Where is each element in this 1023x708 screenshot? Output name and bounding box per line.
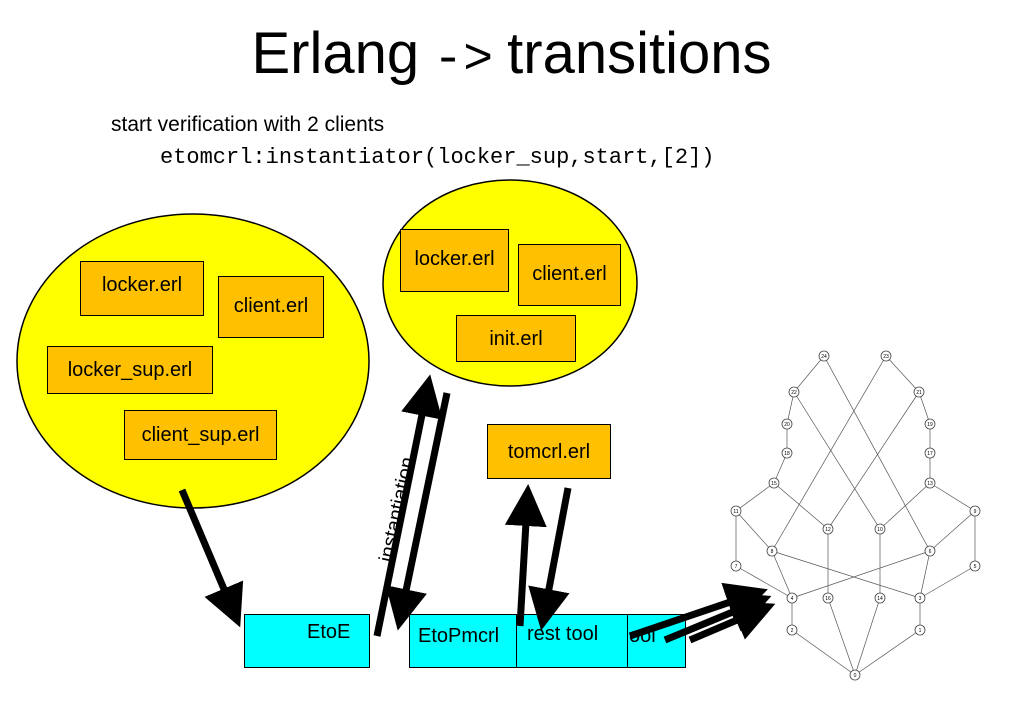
graph-edge bbox=[773, 482, 829, 530]
graph-node bbox=[924, 477, 936, 489]
graph-node-label: 3 bbox=[919, 596, 922, 602]
graph-edge bbox=[919, 550, 931, 599]
title-left: Erlang bbox=[251, 21, 420, 86]
left-locker-file: locker.erl bbox=[80, 261, 204, 316]
graph-edge bbox=[771, 355, 887, 552]
etoe-tool: EtoE bbox=[244, 614, 370, 668]
graph-node-label: 8 bbox=[771, 549, 774, 555]
graph-node bbox=[781, 447, 793, 459]
graph-node-label: 2 bbox=[791, 628, 794, 634]
arrow-leftcluster-to-etoe bbox=[178, 488, 244, 628]
graph-node bbox=[730, 505, 742, 517]
graph-node bbox=[768, 477, 780, 489]
graph-node bbox=[849, 669, 861, 681]
graph-node bbox=[822, 523, 834, 535]
graph-edge bbox=[791, 629, 856, 676]
right-locker-file: locker.erl bbox=[400, 229, 509, 292]
arrow-up-to-tomcrl bbox=[504, 484, 547, 627]
graph-node-label: 23 bbox=[883, 354, 889, 360]
graph-edge bbox=[918, 391, 931, 425]
graph-edge bbox=[929, 482, 976, 512]
graph-node-label: 7 bbox=[735, 564, 738, 570]
graph-node-label: 14 bbox=[877, 596, 883, 602]
graph-node-label: 24 bbox=[821, 354, 827, 360]
graph-node bbox=[874, 523, 886, 535]
graph-edge bbox=[854, 597, 881, 676]
graph-node bbox=[914, 592, 926, 604]
right-client-file: client.erl bbox=[518, 244, 621, 306]
graph-edge bbox=[929, 510, 976, 552]
graph-edge bbox=[791, 550, 931, 599]
graph-node-label: 13 bbox=[927, 481, 933, 487]
graph-node-label: 9 bbox=[974, 509, 977, 515]
graph-node bbox=[786, 592, 798, 604]
graph-node bbox=[730, 560, 742, 572]
graph-node bbox=[786, 624, 798, 636]
graph-edge bbox=[786, 391, 795, 425]
graph-node bbox=[913, 386, 925, 398]
graph-node-label: 16 bbox=[825, 596, 831, 602]
graph-node-label: 21 bbox=[916, 390, 922, 396]
graph-node-label: 11 bbox=[733, 509, 738, 515]
graph-node bbox=[914, 624, 926, 636]
graph-edge bbox=[735, 482, 775, 512]
graph-node bbox=[788, 386, 800, 398]
graph-node-label: 22 bbox=[791, 390, 797, 396]
graph-edge bbox=[771, 550, 793, 599]
graph-node bbox=[822, 592, 834, 604]
graph-edge bbox=[735, 510, 773, 552]
graph-edge bbox=[773, 452, 788, 484]
graph-node bbox=[781, 418, 793, 430]
graph-node-label: 15 bbox=[771, 481, 777, 487]
graph-node-label: 0 bbox=[854, 673, 857, 679]
graph-edge bbox=[823, 355, 931, 552]
graph-edge bbox=[879, 482, 931, 530]
left-client-sup-file: client_sup.erl bbox=[124, 410, 277, 460]
etopmcrl-tool: EtoPmcrl bbox=[409, 614, 527, 668]
right-init-file: init.erl bbox=[456, 315, 576, 362]
arrow-rightcluster-down bbox=[385, 392, 451, 631]
graph-edge bbox=[854, 629, 921, 676]
graph-node bbox=[766, 545, 778, 557]
title-right: transitions bbox=[507, 21, 772, 86]
graph-node bbox=[969, 505, 981, 517]
graph-node-label: 18 bbox=[784, 451, 790, 457]
graph-edge bbox=[735, 565, 793, 599]
arrow-tomcrl-down bbox=[528, 487, 572, 631]
graph-node-label: 19 bbox=[927, 422, 933, 428]
graph-node bbox=[818, 350, 830, 362]
code-line: etomcrl:instantiator(locker_sup,start,[2… bbox=[160, 145, 715, 170]
graph-node bbox=[969, 560, 981, 572]
left-locker-sup-file: locker_sup.erl bbox=[47, 346, 213, 394]
graph-edge bbox=[793, 391, 881, 530]
graph-edge bbox=[771, 550, 921, 599]
arrow-to-graph-3 bbox=[688, 600, 776, 644]
graph-node bbox=[874, 592, 886, 604]
graph-node bbox=[880, 350, 892, 362]
slide-title: Erlang->transitions bbox=[0, 14, 1023, 101]
graph-node-label: 6 bbox=[929, 549, 932, 555]
graph-node-label: 12 bbox=[825, 527, 831, 533]
subtitle: start verification with 2 clients bbox=[111, 113, 385, 136]
graph-node-label: 10 bbox=[877, 527, 883, 533]
left-client-file: client.erl bbox=[218, 276, 324, 338]
title-arrow: -> bbox=[433, 32, 494, 89]
graph-node-label: 20 bbox=[784, 422, 790, 428]
graph-edge bbox=[919, 565, 976, 599]
graph-node bbox=[924, 447, 936, 459]
arrow-etoe-up-instantiation bbox=[373, 374, 443, 637]
graph-node-label: 5 bbox=[974, 564, 977, 570]
graph-node-label: 17 bbox=[927, 451, 933, 457]
graph-edge bbox=[827, 391, 920, 530]
tomcrl-file: tomcrl.erl bbox=[487, 424, 611, 479]
graph-edge bbox=[885, 355, 920, 393]
graph-node-label: 4 bbox=[791, 596, 794, 602]
graph-edge bbox=[827, 597, 856, 676]
graph-node-label: 1 bbox=[919, 628, 922, 634]
graph-edge bbox=[793, 355, 825, 393]
graph-node bbox=[924, 545, 936, 557]
graph-node bbox=[924, 418, 936, 430]
